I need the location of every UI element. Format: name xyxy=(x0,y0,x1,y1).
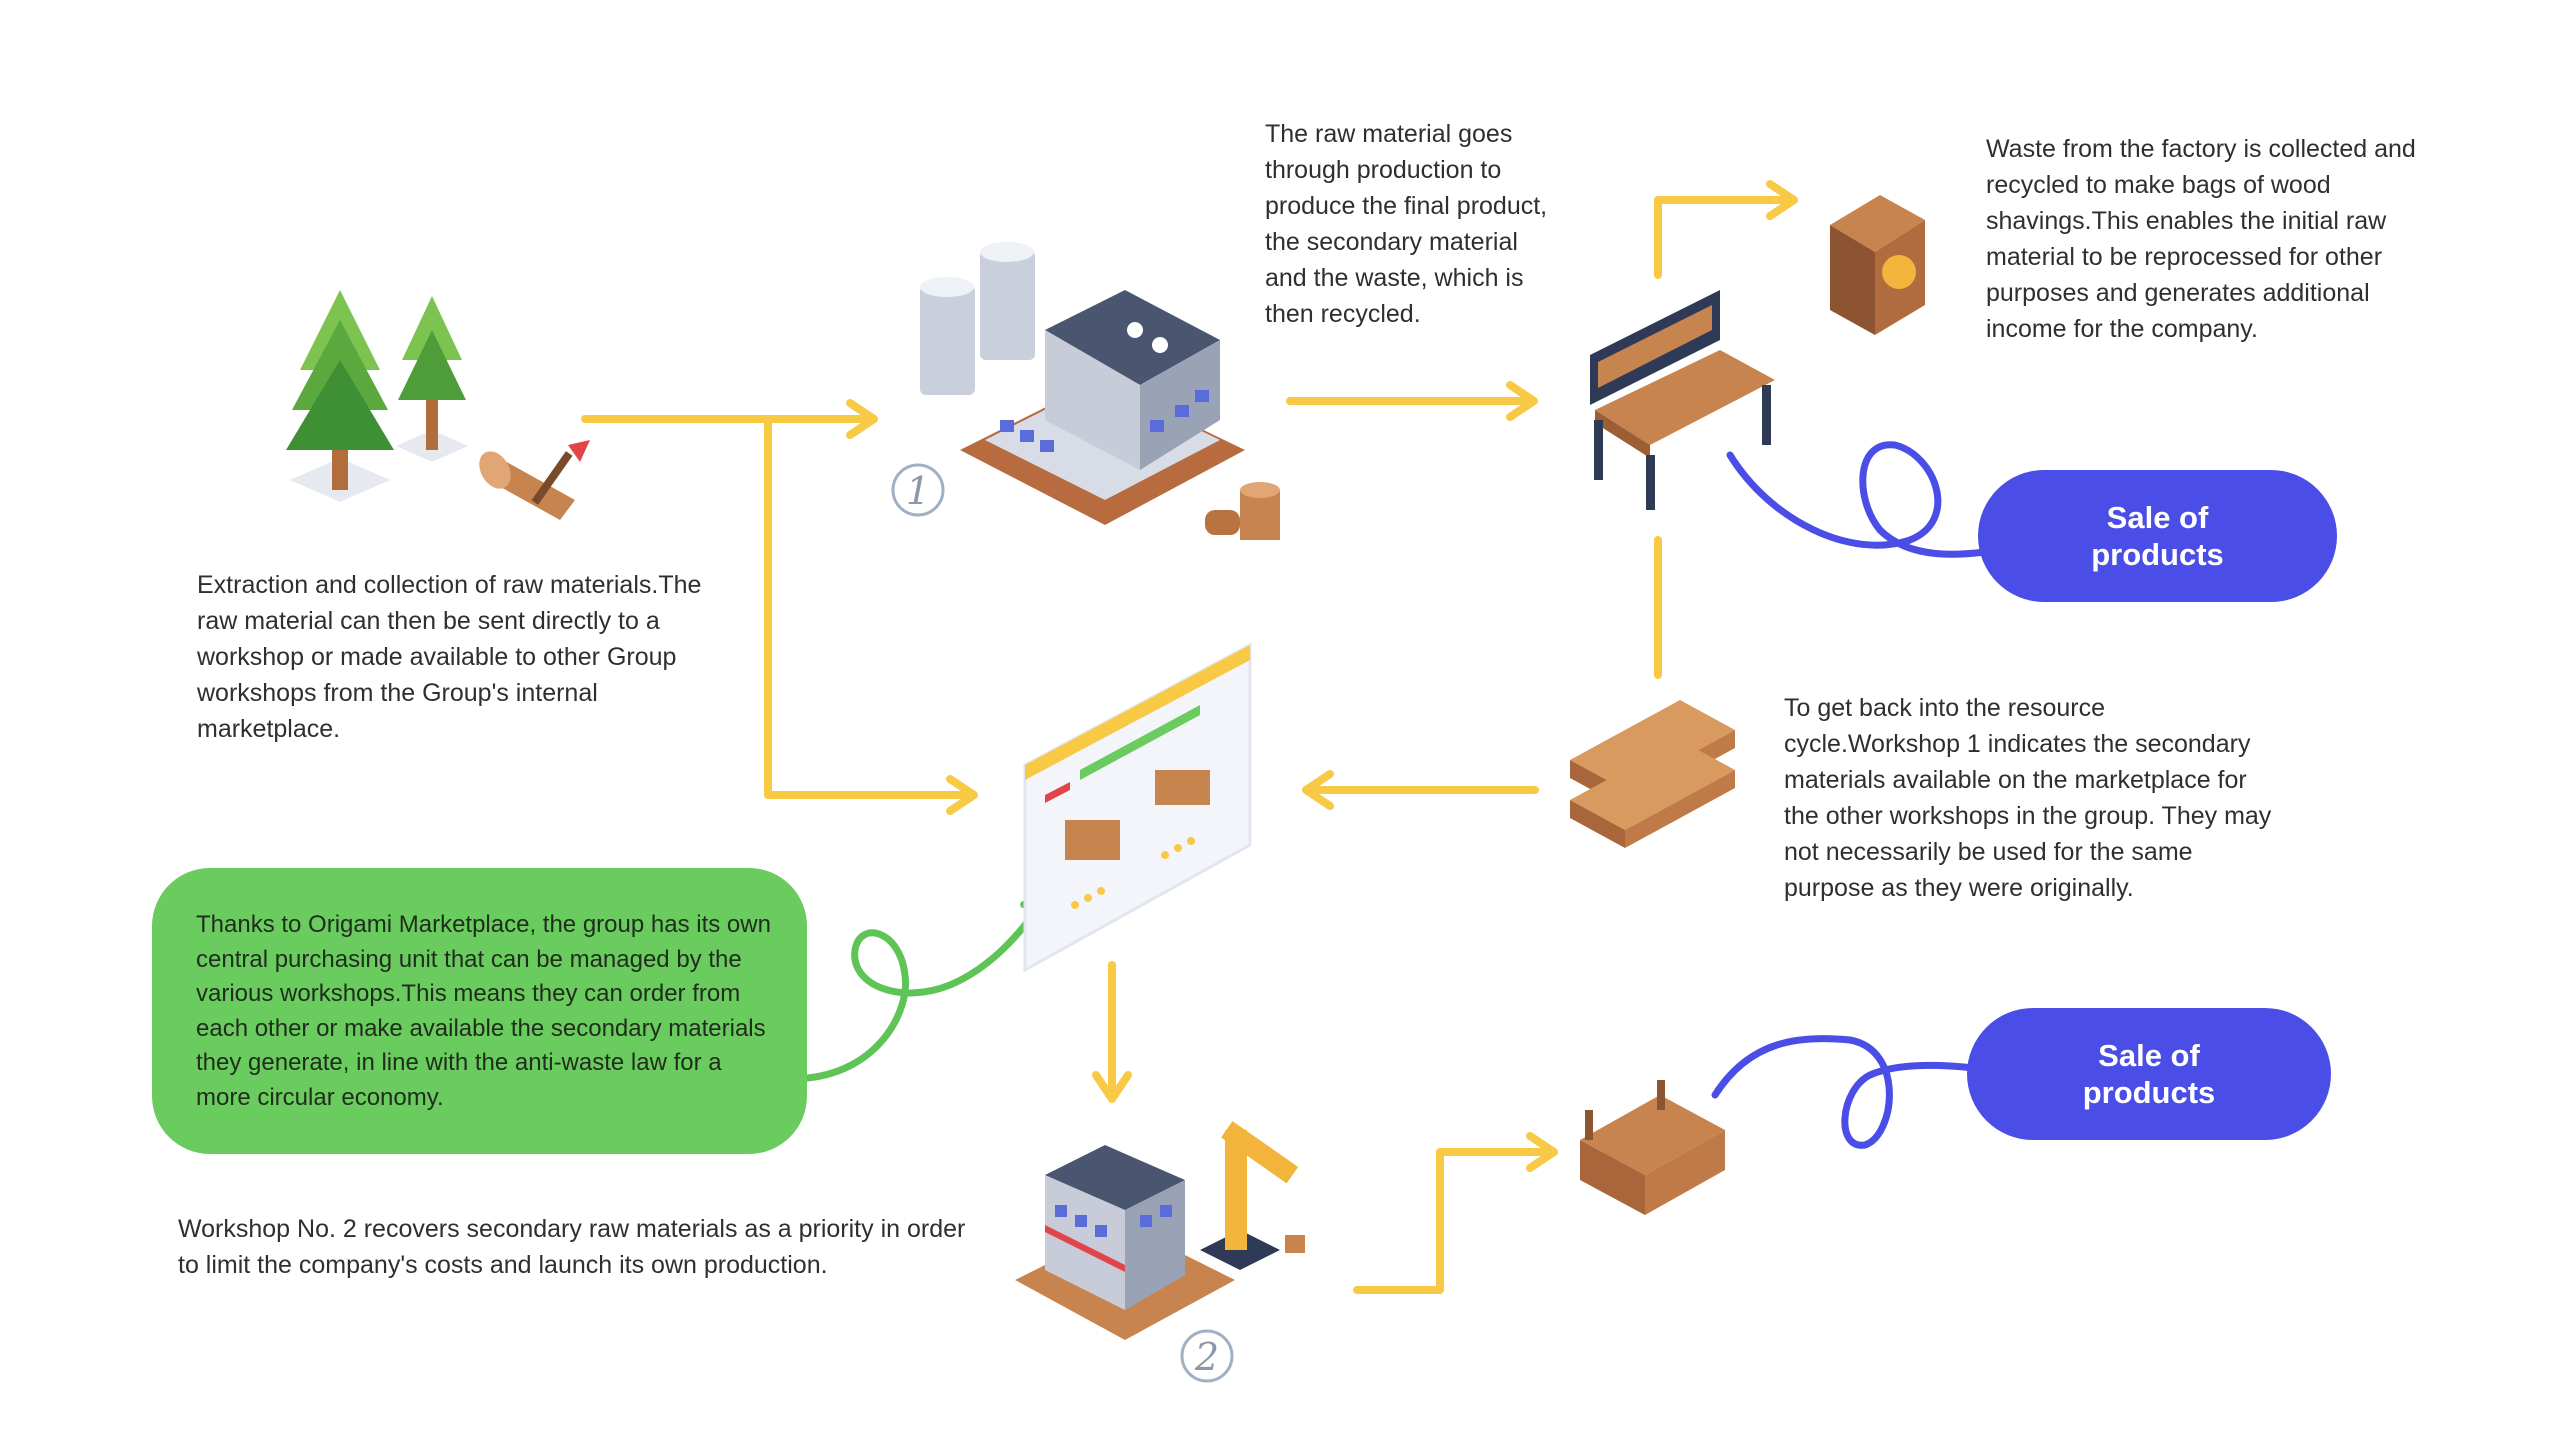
wood-shavings-bag-icon xyxy=(1830,195,1925,335)
factory-1-icon xyxy=(920,242,1245,525)
sale-of-products-pill-2: Sale of products xyxy=(1967,1008,2331,1140)
curl-connector-1 xyxy=(1726,441,1989,558)
arrow-extraction-to-marketplace xyxy=(764,415,978,815)
robot-arm-icon xyxy=(1200,1121,1305,1270)
bench-icon xyxy=(1590,290,1775,510)
sale-pill-1-line2: products xyxy=(2091,537,2224,572)
resource-cycle-description: To get back into the resource cycle.Work… xyxy=(1784,694,2272,902)
wood-planks-icon xyxy=(1570,700,1735,848)
arrow-bench-to-bag xyxy=(1654,180,1798,279)
marketplace-screen-icon xyxy=(1023,642,1252,973)
badge-1-number: 1 xyxy=(906,469,930,513)
marketplace-info-box: Thanks to Origami Marketplace, the group… xyxy=(152,868,807,1154)
wooden-crate-icon xyxy=(1580,1080,1725,1215)
sale-pill-1-line1: Sale of xyxy=(2106,500,2209,535)
tree-icon xyxy=(286,290,468,502)
factory-2-icon xyxy=(1015,1145,1235,1340)
waste-recycling-description: Waste from the factory is collected and … xyxy=(1986,135,2416,343)
extraction-description: Extraction and collection of raw materia… xyxy=(197,571,702,743)
badge-2-circle xyxy=(1180,1329,1234,1383)
stump-logs-icon xyxy=(1205,482,1280,540)
curl-connector-2 xyxy=(1711,1035,1979,1149)
badge-1-circle xyxy=(891,463,945,517)
log-axe-icon xyxy=(479,440,590,520)
sale-pill-2-line2: products xyxy=(2082,1075,2216,1110)
marketplace-description: Thanks to Origami Marketplace, the group… xyxy=(196,911,771,1111)
arrow-factory2-to-crate xyxy=(1353,1132,1558,1294)
production-description: The raw material goes through production… xyxy=(1265,120,1548,328)
green-curl-arrow xyxy=(804,891,1051,1082)
sale-of-products-pill-1: Sale of products xyxy=(1978,470,2337,602)
workshop2-description: Workshop No. 2 recovers secondary raw ma… xyxy=(178,1215,966,1279)
badge-2-number: 2 xyxy=(1194,1335,1219,1379)
sale-pill-2-line1: Sale of xyxy=(2098,1038,2200,1073)
